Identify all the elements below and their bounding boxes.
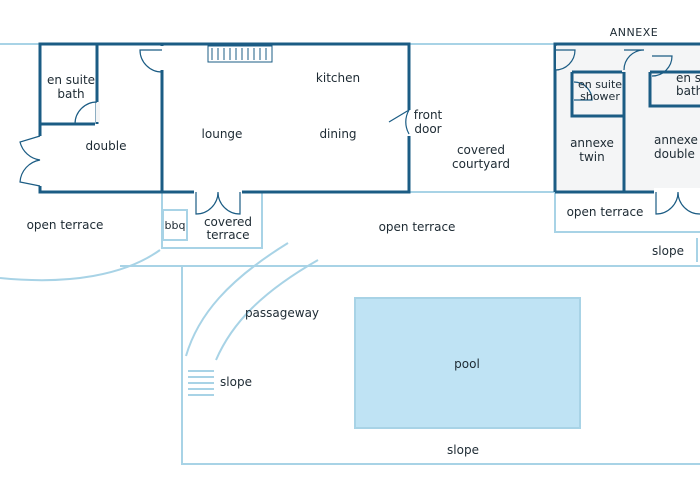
annexe-double-label-1: annexe (654, 133, 698, 147)
door-annexe-bath (651, 55, 673, 77)
open-terrace-right-label: open terrace (567, 205, 644, 219)
annexe-double-label-2: double (654, 147, 695, 161)
bbq-label: bbq (165, 219, 186, 232)
lounge-label: lounge (202, 127, 243, 141)
kitchen-label: kitchen (316, 71, 360, 85)
door-double-patio (19, 135, 44, 187)
ensuite-shower-label-1: en suite (578, 78, 622, 91)
covered-courtyard-label-2: courtyard (452, 157, 510, 171)
door-annexe-top (554, 46, 576, 71)
annexe-twin-label-2: twin (579, 150, 604, 164)
passageway-curve-inner (215, 259, 319, 361)
annexe-heading: ANNEXE (610, 26, 658, 39)
open-terrace-mid-label: open terrace (379, 220, 456, 234)
pool-label: pool (454, 357, 480, 371)
annexe (553, 42, 700, 215)
ensuite-bath-label-2: bath (57, 87, 84, 101)
annexe-bath-label-2: bath (676, 84, 700, 98)
main-house (19, 42, 413, 215)
slope-left-label: slope (220, 375, 252, 389)
dining-label: dining (319, 127, 356, 141)
steps-icon (188, 370, 214, 396)
passageway-label: passageway (245, 306, 319, 320)
covered-terrace-label-2: terrace (206, 228, 249, 242)
front-door-label-2: door (414, 122, 441, 136)
annexe-twin-label-1: annexe (570, 136, 614, 150)
shower-walls (570, 72, 624, 118)
annexe-terrace-outline (554, 192, 700, 233)
door-lounge-top (139, 46, 164, 73)
labels: ANNEXE en suite bath double lounge kitch… (27, 26, 700, 457)
door-covered-terrace (194, 188, 242, 215)
open-terrace-left-label: open terrace (27, 218, 104, 232)
door-bath (74, 101, 100, 125)
front-door-label-1: front (414, 108, 443, 122)
door-annexe-patio (654, 188, 700, 215)
pool (354, 297, 581, 429)
door-annexe-double (622, 49, 645, 72)
door-shower (573, 81, 593, 101)
slope-bottom-label: slope (447, 443, 479, 457)
living-block (160, 42, 411, 194)
annexe-bath-walls (648, 70, 700, 108)
pool-area-outline (181, 266, 700, 465)
annexe-bath-label-1: en suite (676, 71, 700, 85)
left-terrace-curve (0, 249, 161, 282)
passageway-curve-outer (185, 242, 289, 357)
site-outlines (0, 43, 700, 465)
covered-courtyard-label-1: covered (457, 143, 505, 157)
ensuite-shower-label-2: shower (580, 90, 620, 103)
bbq-box (162, 209, 188, 241)
slope-right-label: slope (652, 244, 684, 258)
door-front (388, 109, 413, 136)
stove-icon (207, 45, 273, 63)
ensuite-bath-label-1: en suite (47, 73, 95, 87)
covered-terrace-label-1: covered (204, 215, 252, 229)
double-bedroom-label: double (86, 139, 127, 153)
